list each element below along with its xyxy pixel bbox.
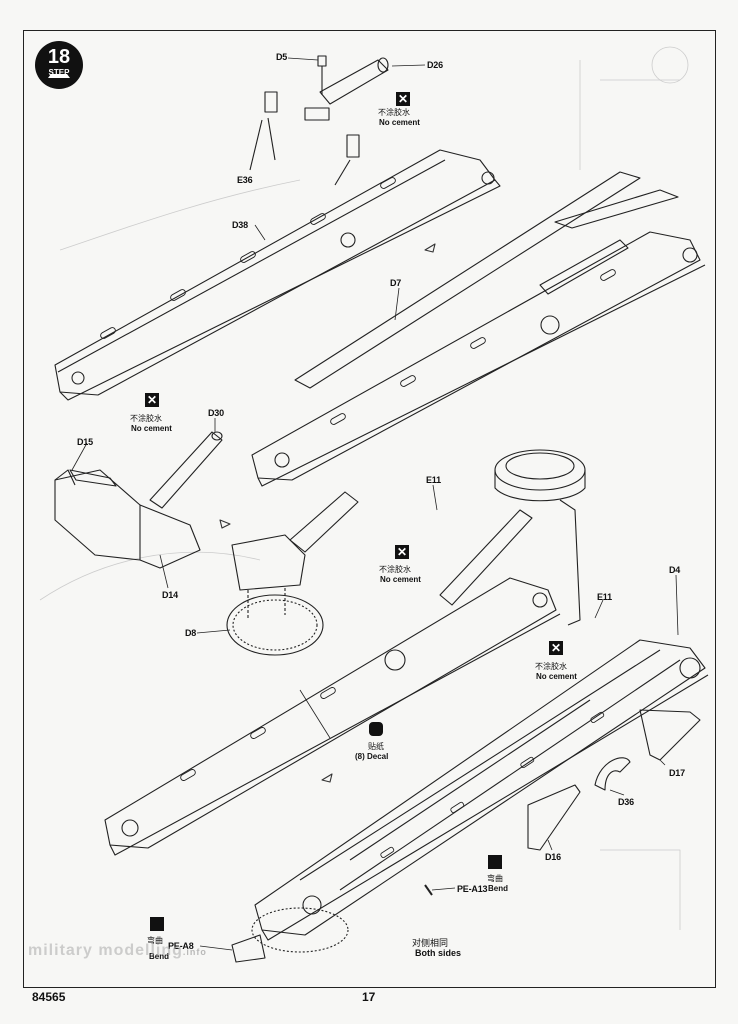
no-cement-en-2: No cement xyxy=(131,424,172,433)
part-label-pe-a13: PE-A13 xyxy=(457,884,488,894)
no-cement-en-3: No cement xyxy=(380,575,421,584)
part-label-d38: D38 xyxy=(232,220,248,230)
part-label-d4: D4 xyxy=(669,565,681,575)
part-d26-cylinder xyxy=(317,55,389,105)
watermark-main: military modelling xyxy=(28,942,183,959)
watermark-suffix: .info xyxy=(182,947,207,957)
no-cement-icon: ✕ xyxy=(549,641,563,655)
part-chassis xyxy=(251,639,709,953)
no-cement-cn-2: 不涂胶水 xyxy=(130,414,162,423)
arrow-icon-upper xyxy=(424,243,436,253)
bend-en-1: Bend xyxy=(488,884,508,893)
step-badge-circle-icon xyxy=(35,41,83,89)
decal-cn: 贴纸 xyxy=(368,742,384,751)
part-label-d17: D17 xyxy=(669,768,685,778)
part-d17 xyxy=(639,709,701,761)
bend-cn-2: 弯曲 xyxy=(147,936,163,945)
background-ghost-art xyxy=(39,46,689,930)
part-lower-beam xyxy=(104,509,561,856)
part-second-beam xyxy=(251,231,706,487)
part-d16 xyxy=(527,784,581,851)
part-label-d30: D30 xyxy=(208,408,224,418)
part-d38-beam xyxy=(54,149,501,401)
part-label-e11-lower: E11 xyxy=(597,592,612,602)
bend-icon xyxy=(150,917,164,931)
part-d36 xyxy=(594,757,631,791)
part-label-pe-a8: PE-A8 xyxy=(168,941,194,951)
bend-icon xyxy=(488,855,502,869)
step-number: 18 xyxy=(47,46,71,68)
no-cement-cn-4: 不涂胶水 xyxy=(535,662,567,671)
page-number: 17 xyxy=(362,990,376,1004)
part-label-d36: D36 xyxy=(618,797,634,807)
part-e36 xyxy=(249,91,360,186)
part-label-d7: D7 xyxy=(390,278,402,288)
no-cement-en-4: No cement xyxy=(536,672,577,681)
part-pe-a13 xyxy=(424,884,433,896)
part-label-d15: D15 xyxy=(77,437,93,447)
no-cement-en-1: No cement xyxy=(379,118,420,127)
part-d7-cover xyxy=(294,171,679,389)
part-label-d8: D8 xyxy=(185,628,197,638)
step-badge: 18 STEP xyxy=(34,40,84,90)
part-label-d26: D26 xyxy=(427,60,443,70)
step-label: STEP xyxy=(48,68,70,77)
part-label-d5: D5 xyxy=(276,52,288,62)
no-cement-icon: ✕ xyxy=(145,393,159,407)
both-sides-en: Both sides xyxy=(415,948,462,958)
part-upper-ring xyxy=(494,449,586,626)
part-d8-turntable xyxy=(226,491,359,656)
part-d30-shaft xyxy=(149,431,223,509)
no-cement-cn-3: 不涂胶水 xyxy=(379,565,411,574)
page-frame xyxy=(23,30,716,988)
bend-en-2: Bend xyxy=(149,952,169,961)
bend-cn-1: 弯曲 xyxy=(487,874,503,883)
arrow-icon-lower xyxy=(321,773,333,783)
part-label-d16: D16 xyxy=(545,852,561,862)
no-cement-icon: ✕ xyxy=(395,545,409,559)
no-cement-cn-1: 不涂胶水 xyxy=(378,108,410,117)
no-cement-icon: ✕ xyxy=(396,92,410,106)
decal-icon xyxy=(369,722,383,736)
part-pe-a8 xyxy=(231,934,266,963)
arrow-icon-mid xyxy=(219,519,231,529)
leader-lines xyxy=(71,57,679,951)
part-label-e36: E36 xyxy=(237,175,253,185)
decal-en: (8) Decal xyxy=(355,752,389,761)
kit-number: 84565 xyxy=(32,990,66,1004)
both-sides-cn: 对侧相同 xyxy=(412,939,449,949)
part-label-e11-upper: E11 xyxy=(426,475,441,485)
watermark: military modelling.info xyxy=(28,942,207,960)
part-d14-housing xyxy=(54,469,201,569)
part-label-d14: D14 xyxy=(162,590,178,600)
